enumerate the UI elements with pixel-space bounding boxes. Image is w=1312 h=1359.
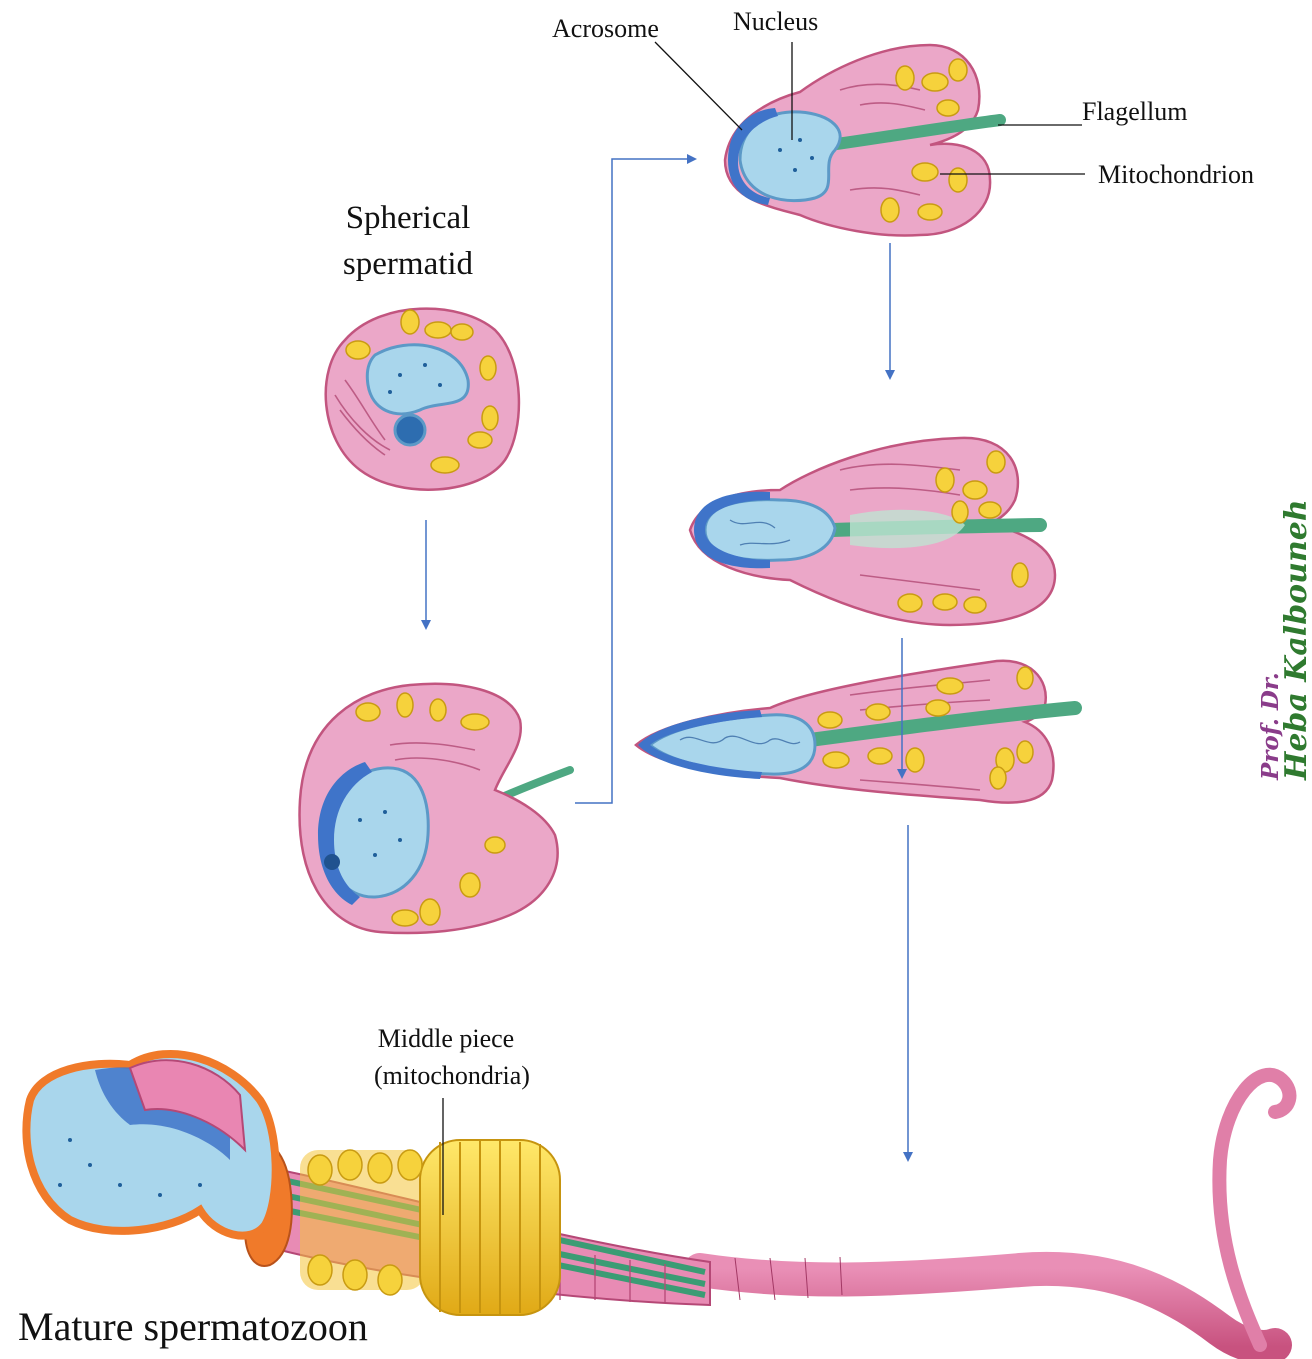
spherical-spermatid-cell bbox=[326, 309, 519, 490]
acrosome-leader bbox=[655, 42, 742, 130]
middle-piece-label-line1: Middle piece bbox=[378, 1024, 514, 1053]
cap-phase-spermatid-cell bbox=[725, 45, 1000, 236]
middle-piece-label-line2: (mitochondria) bbox=[374, 1061, 530, 1090]
author-signature: Prof. Dr. Heba Kalbouneh bbox=[1257, 499, 1312, 781]
flagellum-label: Flagellum bbox=[1082, 97, 1187, 126]
leader-lines bbox=[443, 42, 1085, 1215]
acrosome-label: Acrosome bbox=[552, 14, 659, 43]
flow-arrows bbox=[426, 159, 908, 1160]
early-spermatid-cell bbox=[300, 684, 570, 933]
mitochondrial-sheath bbox=[300, 1140, 560, 1315]
mature-spermatozoon-label: Mature spermatozoon bbox=[18, 1304, 368, 1349]
maturation-phase-spermatid-cell bbox=[636, 661, 1075, 803]
mature-spermatozoon bbox=[26, 1054, 1289, 1347]
signature-name: Heba Kalbouneh bbox=[1279, 499, 1312, 781]
spherical-spermatid-label-line1: Spherical bbox=[346, 200, 471, 236]
arrow-stage2-to-stage3 bbox=[575, 159, 695, 803]
acrosome-phase-spermatid-cell bbox=[690, 438, 1055, 625]
nucleus-label: Nucleus bbox=[733, 7, 818, 36]
spherical-spermatid-label-line2: spermatid bbox=[343, 246, 474, 282]
mitochondrion-label: Mitochondrion bbox=[1098, 160, 1254, 189]
